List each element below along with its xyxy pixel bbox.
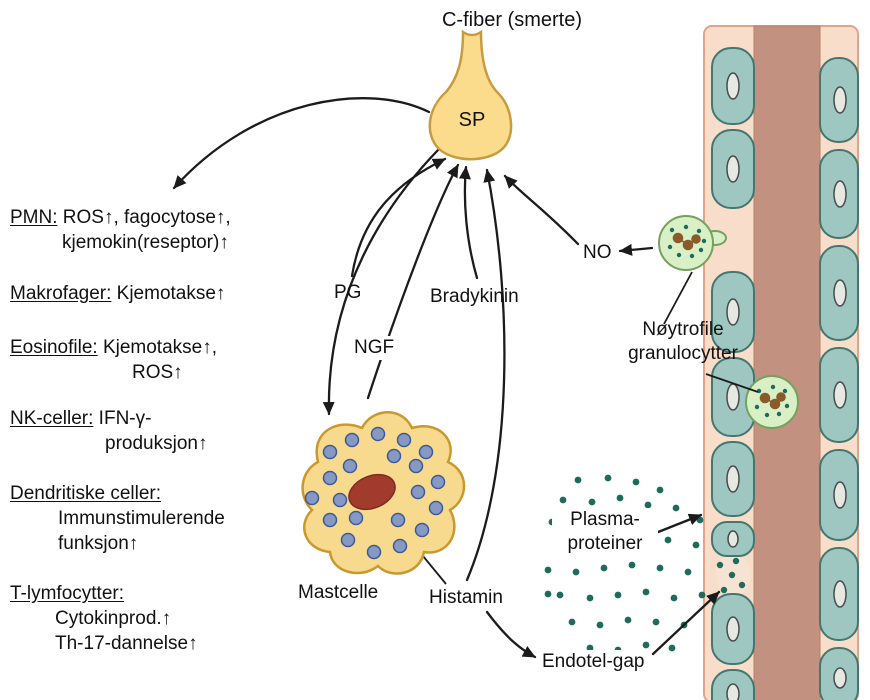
immune-cell-effect: ROS↑, fagocytose↑,: [57, 207, 231, 228]
plasma-proteins-label: Plasma- proteiner: [552, 508, 658, 556]
bradykinin-label: Bradykinin: [430, 286, 519, 307]
arrow-endotel-label-to-gap: [651, 590, 721, 656]
neutrophil-in-vessel: [745, 375, 799, 429]
line-label-to-top-neutrophil: [663, 271, 693, 325]
immune-cell-entry: PMN: ROS↑, fagocytose↑, kjemokin(reseptor…: [10, 205, 320, 255]
endothelial-cells-left: [711, 47, 755, 700]
immune-cell-effect: IFN-γ-: [93, 408, 152, 429]
nerve-ending: [428, 29, 513, 161]
immune-cell-effect: Th-17-dannelse↑: [55, 633, 198, 654]
immune-cell-entry: NK-celler: IFN-γ-produksjon↑: [10, 406, 320, 456]
vessel-lumen: [753, 25, 821, 700]
immune-cell-entry: Eosinofile: Kjemotakse↑, ROS↑: [10, 335, 320, 385]
arrows: [172, 97, 721, 659]
neutrophils-label-line2: granulocytter: [628, 343, 738, 364]
arrow-sp-to-immune-cells: [172, 97, 431, 190]
immune-cell-entry: Dendritiske celler: Immunstimulerende funk…: [10, 481, 320, 556]
sp-label: SP: [458, 109, 486, 131]
immune-cell-entry: T-lymfocytter: Cytokinprod.↑ Th-17-dannels…: [10, 581, 320, 656]
neutrophils-label: Nøytrofile granulocytter: [593, 318, 773, 366]
immune-cell-term: Eosinofile:: [10, 337, 98, 358]
histamin-label: Histamin: [426, 586, 506, 610]
immune-cell-effect: funksjon↑: [58, 533, 139, 554]
line-label-to-vessel-neutrophil: [705, 373, 759, 393]
arrow-sp-to-mast-cell: [322, 148, 440, 416]
immune-cell-term: NK-celler:: [10, 408, 94, 429]
mast-cell-label: Mastcelle: [298, 582, 379, 603]
mast-cell-granules: [304, 426, 446, 560]
arrow-histamin-to-endotel-gap: [485, 610, 537, 659]
arrow-bradykinin-to-sp: [458, 165, 479, 280]
arrow-ngf-to-sp: [366, 163, 460, 400]
neutrophils-label-line1: Nøytrofile: [642, 319, 724, 340]
immune-cell-effect: kjemokin(reseptor)↑: [62, 232, 229, 253]
immune-cell-term: PMN:: [10, 207, 58, 228]
mast-cell-nucleus: [348, 473, 396, 511]
immune-cell-effect: ROS↑: [132, 362, 183, 383]
immune-cell-effect: Immunstimulerende: [58, 508, 225, 529]
plasma-label-line2: proteiner: [567, 533, 643, 554]
arrow-pg-to-sp: [350, 157, 447, 278]
immune-cell-entry: Makrofager: Kjemotakse↑: [10, 281, 320, 306]
arrow-histamin-to-sp: [465, 168, 506, 582]
gap-protein-dots: [716, 557, 746, 594]
ngf-label: NGF: [351, 336, 398, 360]
mast-cell: [301, 411, 466, 575]
immune-cell-effect: produksjon↑: [105, 433, 208, 454]
arrow-no-to-sp: [503, 174, 580, 246]
no-label: NO: [580, 241, 615, 265]
neutrophil-top: [658, 215, 727, 271]
endothelial-nuclei: [726, 72, 847, 700]
blood-vessel: [703, 25, 859, 700]
pg-label: PG: [334, 282, 362, 303]
immune-cell-effect: Cytokinprod.↑: [55, 608, 172, 629]
plasma-label-line1: Plasma-: [570, 509, 640, 530]
immune-cell-term: T-lymfocytter:: [10, 583, 125, 604]
c-fiber-title: C-fiber (smerte): [441, 9, 582, 31]
immune-cell-effect: Kjemotakse↑,: [97, 337, 217, 358]
endotel-gap-label: Endotel-gap: [539, 650, 648, 674]
immune-cell-term: Dendritiske celler:: [10, 483, 161, 504]
immune-cell-term: Makrofager:: [10, 283, 112, 304]
arrow-neutrophil-to-no: [618, 243, 654, 256]
immune-cell-effect: Kjemotakse↑: [111, 283, 226, 304]
